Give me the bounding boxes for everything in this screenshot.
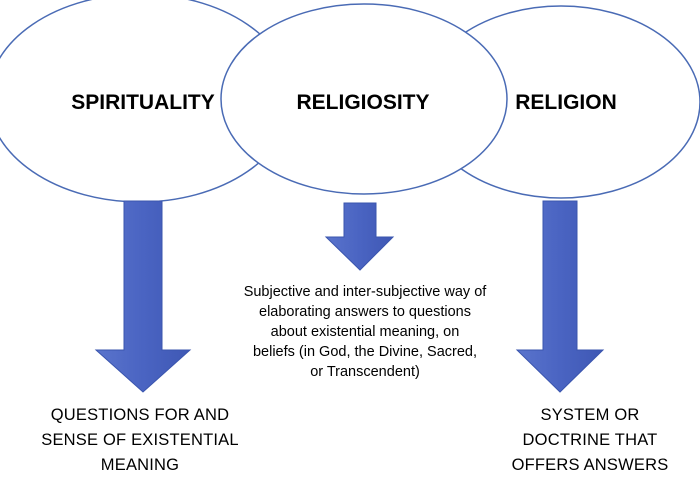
outcome-line: SENSE OF EXISTENTIAL: [41, 431, 239, 449]
description-line: or Transcendent): [310, 364, 420, 380]
description-line: elaborating answers to questions: [259, 304, 471, 320]
outcome-line: SYSTEM OR: [540, 406, 640, 424]
outcome-line: DOCTRINE THAT: [522, 431, 658, 449]
outcome-line: OFFERS ANSWERS: [511, 456, 669, 474]
religiosity-description: Subjective and inter-subjective way of e…: [205, 282, 525, 382]
description-line: beliefs (in God, the Divine, Sacred,: [252, 344, 478, 360]
description-line: Subjective and inter-subjective way of: [243, 284, 487, 300]
spirituality-label: SPIRITUALITY: [71, 91, 215, 114]
spirituality-outcome: QUESTIONS FOR AND SENSE OF EXISTENTIAL M…: [20, 403, 260, 478]
religiosity-label: RELIGIOSITY: [296, 91, 429, 114]
spirituality-down-arrow: [94, 200, 192, 393]
description-line: about existential meaning, on: [270, 324, 460, 340]
religion-outcome: SYSTEM OR DOCTRINE THAT OFFERS ANSWERS: [490, 403, 690, 478]
religiosity-ellipse: [220, 3, 508, 195]
religiosity-down-arrow: [324, 202, 395, 271]
outcome-line: MEANING: [100, 456, 180, 474]
religion-label: RELIGION: [515, 91, 617, 114]
religion-down-arrow: [515, 200, 605, 393]
outcome-line: QUESTIONS FOR AND: [50, 406, 230, 424]
